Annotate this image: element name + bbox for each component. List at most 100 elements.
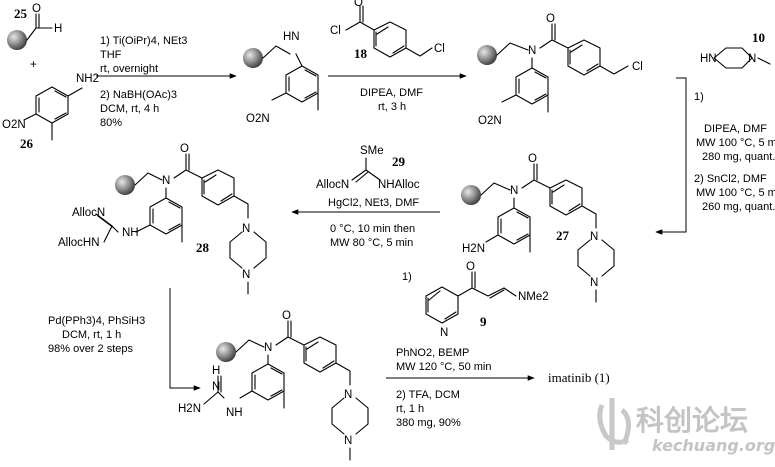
step1-line2: THF	[100, 49, 122, 61]
atom-O: O	[282, 310, 291, 322]
resin-bead-icon	[461, 185, 481, 205]
compound-label-27: 27	[556, 228, 570, 243]
atom-O: O	[528, 153, 537, 165]
step1-line4: 2) NaBH(OAc)3	[100, 89, 177, 101]
compound-label-26: 26	[20, 136, 34, 151]
atom-H2N: H2N	[462, 243, 485, 255]
atom-N: N	[242, 269, 250, 281]
atom-O: O	[32, 3, 41, 15]
intermediate-resin-amine: HN O2N	[243, 31, 319, 125]
product-imatinib: imatinib (1)	[548, 370, 610, 385]
atom-H: H	[54, 23, 62, 35]
resin-bead-icon	[216, 342, 236, 362]
atom-SMe: SMe	[360, 145, 384, 157]
atom-H: H	[212, 365, 220, 377]
resin-bead-icon	[115, 175, 135, 195]
atom-N: N	[344, 435, 352, 447]
atom-NMe2: NMe2	[518, 291, 549, 303]
step5-line3: 98% over 2 steps	[48, 343, 133, 355]
step6-line3: 2) TFA, DCM	[396, 389, 460, 401]
step6-line5: 380 mg, 90%	[396, 417, 461, 429]
step5-line1: Pd(PPh3)4, PhSiH3	[48, 315, 145, 327]
step3-line4: 2) SnCl2, DMF	[694, 173, 767, 185]
step4-line1: HgCl2, NEt3, DMF	[328, 197, 419, 209]
atom-NHAlloc: NHAlloc	[378, 179, 420, 191]
compound-label-9: 9	[480, 314, 487, 329]
step-3-conditions: DIPEA, DMF MW 100 °C, 5 min 280 mg, quan…	[694, 123, 775, 213]
arrow-step-3	[655, 77, 687, 235]
watermark-text: 科创论坛	[636, 404, 748, 437]
atom-AllocN: AllocN	[316, 179, 349, 191]
compound-label-25: 25	[14, 6, 28, 21]
atom-N: N	[162, 175, 170, 187]
watermark: 科创论坛 kechuang.org	[597, 398, 775, 455]
atom-NH2: NH2	[76, 73, 99, 85]
compound-26: NH2 O2N 26	[2, 73, 99, 151]
atom-HN: HN	[283, 31, 300, 43]
step6-line1: PhNO2, BEMP	[396, 347, 469, 359]
compound-25: 25 H O	[7, 3, 62, 50]
atom-O2N: O2N	[2, 119, 26, 131]
atom-Cl: Cl	[434, 43, 445, 55]
step3-label: 1)	[694, 91, 704, 103]
atom-O2N: O2N	[246, 113, 270, 125]
atom-O: O	[354, 0, 363, 9]
watermark-logo-icon	[597, 398, 631, 450]
plus-sign: +	[30, 59, 37, 71]
step3-line1: DIPEA, DMF	[704, 123, 767, 135]
atom-NH: NH	[122, 227, 139, 239]
step6-label: 1)	[402, 271, 412, 283]
step3-line5: MW 100 °C, 5 min	[696, 187, 775, 199]
atom-O: O	[546, 13, 555, 25]
atom-N: N	[344, 389, 352, 401]
reagent-10: HN N 10	[700, 30, 771, 69]
compound-label-28: 28	[196, 240, 210, 255]
step-6-conditions: PhNO2, BEMP MW 120 °C, 50 min 2) TFA, DC…	[396, 347, 491, 429]
atom-N: N	[242, 223, 250, 235]
step3-line3: 280 mg, quant.	[702, 151, 775, 163]
step6-line2: MW 120 °C, 50 min	[396, 361, 491, 373]
compound-28: N O N N AllocN AllocHN NH 28	[58, 143, 267, 295]
atom-N: N	[440, 327, 448, 339]
atom-N: N	[264, 342, 272, 354]
atom-AllocHN: AllocHN	[58, 237, 100, 249]
arrow-step-5	[169, 288, 201, 391]
step4-line2: 0 °C, 10 min then	[330, 223, 415, 235]
atom-NH: NH	[226, 407, 243, 419]
step3-line2: MW 100 °C, 5 min	[696, 137, 775, 149]
atom-N: N	[212, 381, 220, 393]
atom-N: N	[510, 185, 518, 197]
reagent-29: SMe AllocN NHAlloc 29	[316, 145, 420, 191]
step1-line6: 80%	[100, 117, 122, 129]
atom-N: N	[528, 45, 536, 57]
compound-label-10: 10	[752, 30, 765, 45]
reagent-18: Cl Cl O 18	[330, 0, 445, 61]
compound-27: N O N N H2N 27	[461, 153, 615, 303]
compound-label-18: 18	[354, 46, 368, 61]
step-2-conditions: DIPEA, DMF rt, 3 h	[360, 87, 423, 113]
atom-O: O	[466, 261, 475, 273]
reagent-9: 1) N O NMe2 9	[402, 261, 549, 339]
step6-line4: rt, 1 h	[396, 403, 424, 415]
step5-line2: DCM, rt, 1 h	[62, 329, 121, 341]
compound-label-29: 29	[392, 154, 406, 169]
step1-line3: rt, overnight	[100, 63, 158, 75]
atom-N: N	[590, 277, 598, 289]
step1-line5: DCM, rt, 4 h	[100, 103, 159, 115]
atom-Cl: Cl	[632, 61, 643, 73]
resin-bead-icon	[243, 48, 263, 68]
step3-line6: 260 mg, quant.	[702, 201, 775, 213]
atom-H2N: H2N	[178, 403, 201, 415]
atom-N: N	[590, 231, 598, 243]
resin-bead-icon	[7, 30, 27, 50]
atom-O2N: O2N	[478, 115, 502, 127]
step-1-conditions: 1) Ti(OiPr)4, NEt3 THF rt, overnight 2) …	[100, 35, 187, 129]
atom-Cl: Cl	[330, 25, 341, 37]
atom-AllocN: AllocN	[72, 207, 105, 219]
atom-N: N	[748, 53, 756, 65]
atom-O: O	[180, 143, 189, 155]
watermark-url: kechuang.org	[652, 436, 775, 455]
step2-line1: DIPEA, DMF	[360, 87, 423, 99]
